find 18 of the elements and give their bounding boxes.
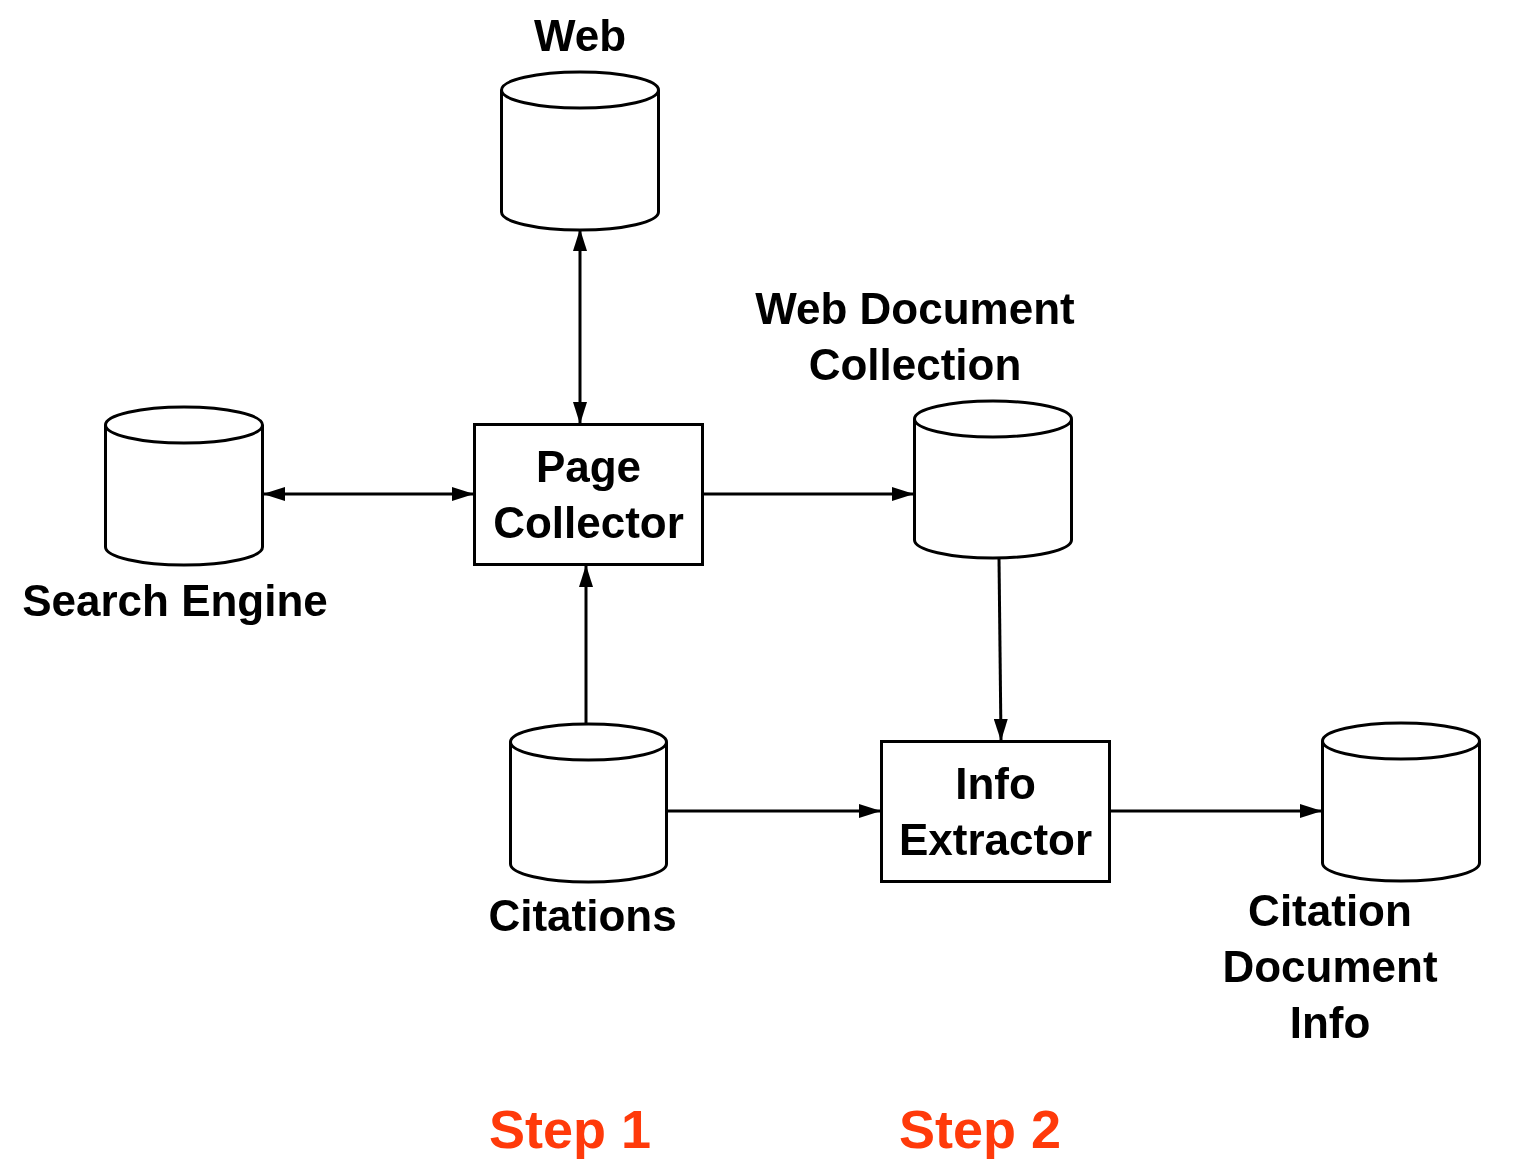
step-label: Step 2 [898, 1098, 1062, 1160]
process-box [473, 423, 704, 566]
database-label: Web Document Collection [754, 283, 1076, 392]
arrow [263, 487, 474, 501]
database-label: Citations [487, 890, 678, 942]
database-label: Search Engine [21, 575, 329, 627]
process-label: Info Extractor [897, 757, 1094, 866]
arrow [993, 558, 1008, 741]
process-label: Page Collector [492, 440, 685, 549]
arrow [704, 487, 914, 501]
arrow [579, 565, 593, 724]
database-label: Web [532, 10, 628, 63]
process-box [880, 740, 1111, 883]
database-label: Citation Document Info [1221, 885, 1439, 1049]
step-label: Step 1 [488, 1098, 652, 1160]
arrow [668, 804, 881, 818]
arrow [573, 229, 587, 424]
arrow [1111, 804, 1322, 818]
